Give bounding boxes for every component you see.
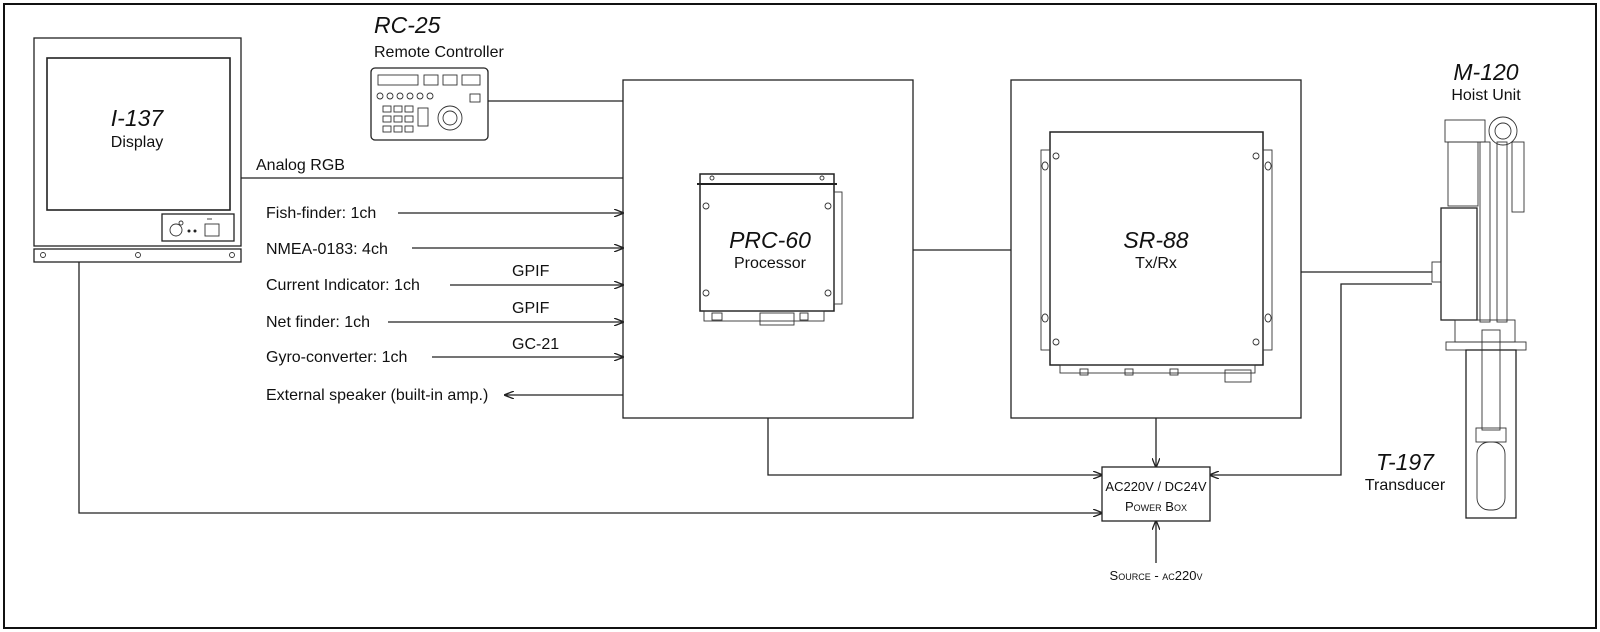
hoist-trunk bbox=[1465, 349, 1517, 519]
txrx-screw-icon bbox=[1052, 152, 1060, 160]
hoist-flange-plate bbox=[1445, 341, 1527, 351]
hoist-connector-icon bbox=[1431, 261, 1442, 283]
processor-chassis bbox=[699, 173, 835, 312]
txrx-screw-icon bbox=[1052, 338, 1060, 346]
remote-controller-unit: RC-25 Remote Controller bbox=[370, 12, 505, 141]
processor-screw-icon bbox=[709, 175, 715, 181]
hoist-rail bbox=[1479, 141, 1491, 323]
hoist-shaft bbox=[1481, 329, 1501, 431]
transducer-model: T-197 bbox=[1376, 449, 1435, 475]
remote-key-icon bbox=[442, 74, 458, 86]
hoist-flange bbox=[1454, 319, 1516, 343]
processor-screw-icon bbox=[702, 202, 710, 210]
txrx-keyhole-icon bbox=[1041, 161, 1272, 323]
processor-model: PRC-60 bbox=[729, 227, 811, 253]
analog-rgb-label: Analog RGB bbox=[256, 157, 345, 174]
hoist-name: Hoist Unit bbox=[1451, 87, 1521, 104]
txrx-name: Tx/Rx bbox=[1135, 255, 1177, 272]
display-led-icon bbox=[193, 229, 197, 233]
speaker-label: External speaker (built-in amp.) bbox=[266, 387, 488, 404]
txrx-model: SR-88 bbox=[1123, 227, 1188, 253]
display-led-icon bbox=[187, 229, 191, 233]
input-tag: GC-21 bbox=[512, 336, 559, 353]
processor-to-powerbox-line bbox=[767, 418, 1102, 475]
processor-unit: PRC-60 Processor bbox=[622, 79, 914, 419]
txrx-screw-icon bbox=[1252, 152, 1260, 160]
transducer-head bbox=[1476, 441, 1506, 511]
remote-body bbox=[370, 67, 489, 141]
display-screw-icon bbox=[40, 252, 46, 258]
processor-connector-strip bbox=[703, 310, 825, 322]
hoist-motor-icon bbox=[1488, 116, 1518, 146]
power-box: AC220V / DC24V Power Box bbox=[1101, 466, 1211, 522]
hoist-gearbox bbox=[1444, 119, 1486, 143]
txrx-left-flange bbox=[1040, 149, 1051, 351]
hoist-motor-body bbox=[1447, 141, 1479, 207]
input-label: NMEA-0183: 4ch bbox=[266, 241, 388, 258]
remote-keypad-icon bbox=[376, 92, 481, 133]
remote-key-icon bbox=[461, 74, 481, 86]
txrx-chassis bbox=[1049, 131, 1264, 366]
input-tag: GPIF bbox=[512, 263, 550, 280]
display-to-powerbox-line bbox=[78, 262, 1102, 513]
transducer-to-powerbox-line bbox=[1210, 283, 1432, 475]
input-label: Gyro-converter: 1ch bbox=[266, 349, 407, 366]
display-screen bbox=[46, 57, 231, 211]
input-label: Current Indicator: 1ch bbox=[266, 277, 420, 294]
wiring bbox=[78, 100, 1432, 563]
hoist-rail bbox=[1511, 141, 1525, 213]
transducer-name: Transducer bbox=[1365, 477, 1446, 494]
processor-side-panel bbox=[833, 191, 843, 305]
remote-model: RC-25 bbox=[374, 12, 441, 38]
txrx-screw-icon bbox=[1252, 338, 1260, 346]
diagram-border bbox=[3, 3, 1597, 629]
display-screw-icon bbox=[135, 252, 141, 258]
processor-screw-icon bbox=[819, 175, 825, 181]
txrx-connector-strip bbox=[1059, 364, 1256, 374]
remote-name: Remote Controller bbox=[374, 44, 505, 61]
display-control-panel bbox=[161, 213, 235, 242]
input-tag: GPIF bbox=[512, 300, 550, 317]
remote-lcd-icon bbox=[377, 74, 419, 86]
display-base bbox=[33, 248, 242, 263]
hoist-unit: M-120 Hoist Unit T-197 Transducer bbox=[1365, 59, 1527, 519]
input-label: Net finder: 1ch bbox=[266, 314, 370, 331]
display-screw-icon bbox=[229, 252, 235, 258]
display-name: Display bbox=[111, 134, 163, 151]
power-box-rating: AC220V / DC24V bbox=[1105, 479, 1206, 494]
input-label: Fish-finder: 1ch bbox=[266, 205, 376, 222]
display-monitor-body bbox=[33, 37, 242, 247]
txrx-right-flange bbox=[1262, 149, 1273, 351]
txrx-unit: SR-88 Tx/Rx bbox=[1010, 79, 1302, 419]
power-box-title: Power Box bbox=[1125, 499, 1187, 514]
display-power-switch-icon bbox=[204, 223, 220, 237]
remote-trackball-icon bbox=[437, 105, 463, 131]
display-unit: I-137 Display bbox=[33, 37, 242, 263]
power-box-rect bbox=[1101, 466, 1211, 522]
display-knob-dot-icon bbox=[178, 220, 184, 226]
remote-key-icon bbox=[423, 74, 439, 86]
display-knob-icon bbox=[169, 223, 183, 237]
processor-name: Processor bbox=[734, 255, 807, 272]
power-source-label: Source - ac220v bbox=[1110, 568, 1203, 583]
hoist-junction-box bbox=[1440, 207, 1478, 321]
hoist-rail bbox=[1496, 141, 1508, 323]
processor-screw-icon bbox=[824, 289, 832, 297]
display-model: I-137 bbox=[111, 105, 165, 131]
processor-screw-icon bbox=[702, 289, 710, 297]
processor-chassis-rail bbox=[697, 183, 837, 185]
hoist-model: M-120 bbox=[1453, 59, 1518, 85]
processor-screw-icon bbox=[824, 202, 832, 210]
